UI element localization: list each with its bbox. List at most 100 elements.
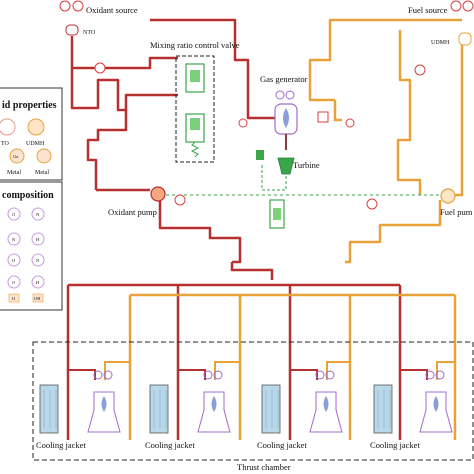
gg-gauge-icon-2 <box>285 90 295 100</box>
composition-o3-icon <box>7 275 21 289</box>
engine-2-valve-fuel <box>213 370 223 380</box>
composition-o3-label: O <box>12 280 16 285</box>
composition-o2-label: O <box>12 258 16 263</box>
gg-flame-icon <box>283 108 289 128</box>
mixing-valve-lower-core <box>190 118 200 130</box>
oxidant-line-pump-out <box>158 195 242 264</box>
cooling-jacket-label-3: Cooling jacket <box>257 440 307 450</box>
cooling-jacket-4 <box>373 384 393 434</box>
cooling-jacket-2 <box>149 384 169 434</box>
oxidant-line-top-branch <box>150 18 250 110</box>
engine-2-feed-fuel <box>214 361 240 380</box>
composition-n3-icon <box>31 253 45 267</box>
fuel-source-label: Fuel source <box>408 5 448 15</box>
gg-gauge-icon-1 <box>275 90 285 100</box>
composition-o-label: O <box>12 212 16 217</box>
mixing-ratio-control-valve: Mixing ratio control valve <box>150 40 240 163</box>
fuel-source: Fuel source UDMH <box>408 0 474 46</box>
composition-o-icon <box>7 207 21 221</box>
sensor-ox-1 <box>94 62 106 74</box>
legend-panel: id properties TO UDMH Ga Metal Metal com… <box>0 87 63 311</box>
udmh-label: UDMH <box>431 40 450 46</box>
engine-unit-3: Cooling jacket <box>257 361 350 450</box>
legend-composition-items: O N N H O N O H O OH <box>7 207 45 303</box>
turbine-icon <box>277 157 295 175</box>
engine-2-valve-ox <box>203 370 213 380</box>
fuel-line-top-run <box>308 18 462 102</box>
engine-4-feed-ox <box>400 369 428 380</box>
engine-1-valve-ox <box>93 370 103 380</box>
fuel-source-tank <box>458 32 472 46</box>
turbine-label: Turbine <box>293 160 320 170</box>
engine-4-flame-icon <box>433 396 439 412</box>
oxidant-pressure-gauge-icon <box>59 0 71 12</box>
engine-2-flame-icon <box>211 396 217 412</box>
line-sensors <box>94 62 426 210</box>
engine-4-valve-ox <box>425 370 435 380</box>
legend-fluid-label-udmh: UDMH <box>26 141 45 147</box>
oxidant-line-pump-out-2 <box>230 262 274 280</box>
shaft-gearbox-core <box>273 208 281 220</box>
engine-4-valve-fuel <box>435 370 445 380</box>
cooling-jacket-label-1: Cooling jacket <box>36 440 86 450</box>
gg-sensor-box <box>317 111 329 123</box>
legend-nto-icon <box>0 118 16 136</box>
composition-h2-label: H <box>36 280 40 285</box>
mixing-valve-box <box>175 55 215 163</box>
legend-composition-box <box>0 181 63 311</box>
oxidant-pump: Oxidant pump <box>108 186 166 217</box>
engine-1-flame-icon <box>101 396 107 412</box>
legend-metal-label-2: Metal <box>35 170 49 176</box>
jacket-4-channel <box>377 390 391 428</box>
sensor-fuel-1 <box>366 198 378 210</box>
fuel-line-source <box>455 45 464 197</box>
legend-gas-label: Ga <box>13 154 18 159</box>
jacket-3-channel <box>265 390 279 428</box>
composition-h-label: H <box>36 237 40 242</box>
engine-3-feed-ox <box>290 369 318 380</box>
composition-h-icon <box>31 232 45 246</box>
nto-label: NTO <box>83 30 96 36</box>
legend-gas-icon <box>9 148 25 164</box>
legend-metal-label-1: Metal <box>7 170 21 176</box>
oxidant-pump-icon <box>150 186 166 202</box>
oxidant-temperature-gauge-icon <box>72 0 84 12</box>
gg-sensor-icon-right <box>345 118 355 128</box>
oxidant-line-source-down <box>70 36 178 70</box>
oxidant-source-tank <box>65 24 79 36</box>
engine-1-valve-fuel <box>103 370 113 380</box>
composition-n2-label: N <box>12 237 16 242</box>
fuel-line-right-loop <box>396 30 422 195</box>
composition-o4-label: O <box>12 296 16 301</box>
legend-udmh-icon <box>27 118 45 136</box>
engine-3-feed-fuel <box>326 361 350 380</box>
fuel-pump: Fuel pum <box>440 188 473 217</box>
oxidant-line-gg-feed <box>246 110 275 120</box>
cooling-jacket-1 <box>39 384 59 434</box>
legend-composition-title: composition <box>2 190 54 201</box>
cooling-jacket-label-2: Cooling jacket <box>145 440 195 450</box>
gg-sensor-icon-left <box>238 118 248 128</box>
sensor-fuel-2 <box>414 64 426 76</box>
legend-fluid-title: id properties <box>2 100 57 111</box>
jacket-2-channel <box>153 390 167 428</box>
composition-o4-icon <box>8 293 20 303</box>
engine-3-valve-ox <box>315 370 325 380</box>
fuel-pump-icon <box>440 188 456 204</box>
mixing-valve-label: Mixing ratio control valve <box>150 40 240 50</box>
fuel-line-pump-out <box>345 200 442 264</box>
shaft-center-unit <box>269 199 285 229</box>
composition-h2-icon <box>31 275 45 289</box>
thrust-chamber-frame <box>32 341 474 461</box>
composition-n-icon <box>31 207 45 221</box>
mixing-valve-upper-core <box>190 70 200 82</box>
composition-n2-icon <box>7 232 21 246</box>
fuel-line-to-gg <box>333 100 342 122</box>
composition-n3-label: N <box>36 258 40 263</box>
engine-unit-1: Cooling jacket <box>36 361 130 450</box>
engine-4-feed-fuel <box>436 361 455 380</box>
composition-n-label: N <box>36 212 40 217</box>
fuel-temperature-gauge-icon <box>462 0 474 12</box>
engine-3-flame-icon <box>323 396 329 412</box>
